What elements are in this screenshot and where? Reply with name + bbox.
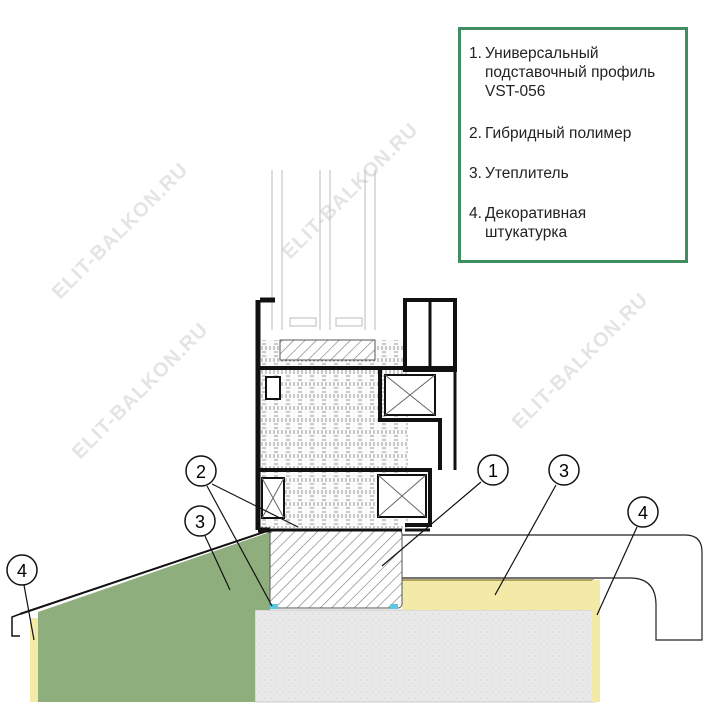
callout-3-right: 3 xyxy=(548,454,580,486)
leader-lines xyxy=(23,481,638,641)
legend-text: Универсальный xyxy=(485,45,599,62)
insulation-right xyxy=(402,580,594,610)
legend-item-2: 2.Гибридный полимер xyxy=(469,124,631,143)
plaster-left xyxy=(30,618,38,702)
window-frame-profile xyxy=(255,297,457,533)
watermark: ELIT-BALKON.RU xyxy=(48,159,193,304)
legend-number: 4. xyxy=(469,205,482,222)
insulation-left xyxy=(38,532,270,702)
drip-edge-left xyxy=(11,613,21,637)
svg-text:3: 3 xyxy=(559,461,569,481)
legend-text: Гибридный полимер xyxy=(485,125,632,142)
svg-text:4: 4 xyxy=(17,561,27,581)
callout-4-left: 4 xyxy=(6,554,38,586)
window-sill-flashing xyxy=(402,534,703,641)
svg-text:4: 4 xyxy=(638,503,648,523)
slope-flashing-left xyxy=(19,529,271,615)
legend-text: штукатурка xyxy=(485,224,568,241)
svg-text:1: 1 xyxy=(488,461,498,481)
watermark: ELIT-BALKON.RU xyxy=(68,319,213,464)
callout-2: 2 xyxy=(185,455,217,487)
concrete-slab xyxy=(254,609,596,703)
callout-1: 1 xyxy=(477,454,509,486)
watermark: ELIT-BALKON.RU xyxy=(508,289,653,434)
polymer-seal xyxy=(270,604,278,609)
watermark: ELIT-BALKON.RU xyxy=(278,119,423,264)
callout-3-left: 3 xyxy=(184,505,216,537)
legend-item-4: 4.Декоративная штукатурка xyxy=(469,204,586,242)
legend-text: подставочный профиль xyxy=(485,64,656,81)
glazing xyxy=(271,170,376,330)
legend-text: Декоративная xyxy=(485,205,587,222)
subsill-profile xyxy=(269,529,403,609)
callout-4-right: 4 xyxy=(627,496,659,528)
svg-text:3: 3 xyxy=(195,512,205,532)
legend-number: 3. xyxy=(469,165,482,182)
legend-number: 1. xyxy=(469,45,482,62)
legend-item-3: 3.Утеплитель xyxy=(469,164,569,183)
svg-text:2: 2 xyxy=(196,462,206,482)
legend-number: 2. xyxy=(469,125,482,142)
plaster-right xyxy=(592,580,600,702)
polymer-seal xyxy=(390,604,398,609)
legend-text: VST-056 xyxy=(485,83,546,100)
legend-text: Утеплитель xyxy=(485,165,569,182)
